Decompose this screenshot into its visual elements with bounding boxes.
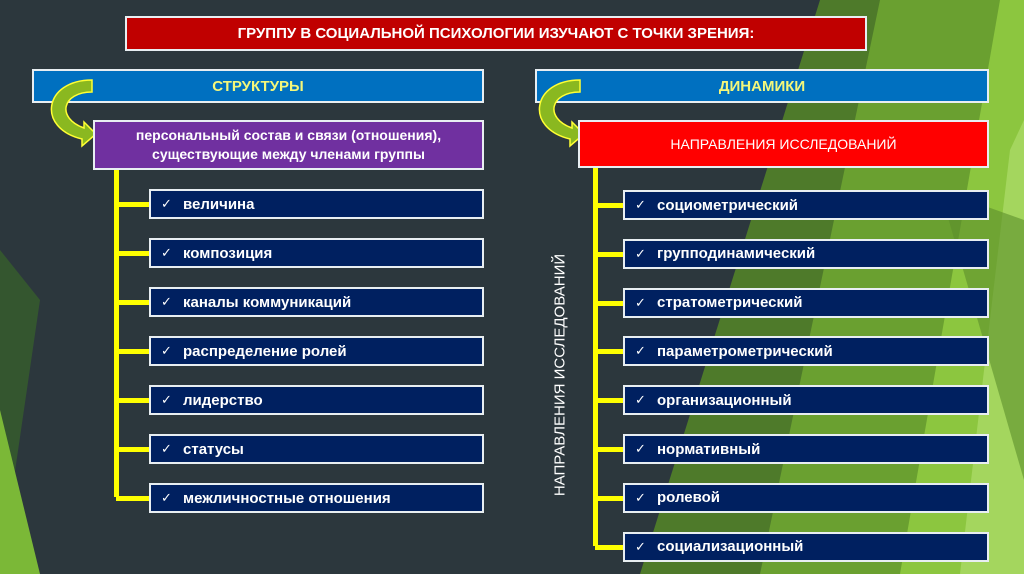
list-item: ✓ композиция bbox=[149, 238, 484, 268]
list-item: ✓ нормативный bbox=[623, 434, 989, 464]
list-item-label: ролевой bbox=[657, 489, 721, 507]
list-item-label: организационный bbox=[657, 391, 792, 409]
list-item-label: параметрометрический bbox=[657, 342, 833, 360]
check-icon: ✓ bbox=[161, 196, 172, 211]
check-icon: ✓ bbox=[635, 197, 646, 212]
list-item: ✓ статусы bbox=[149, 434, 484, 464]
structure-header: СТРУКТУРЫ bbox=[32, 69, 484, 103]
check-icon: ✓ bbox=[635, 489, 646, 505]
list-item-label: нормативный bbox=[657, 440, 761, 458]
list-item-label: социометрический bbox=[657, 196, 799, 214]
list-item: ✓ организационный bbox=[623, 385, 989, 416]
description-line-1: персональный состав и связи (отношения), bbox=[135, 127, 442, 143]
curved-arrow-icon bbox=[50, 79, 586, 148]
check-icon: ✓ bbox=[161, 392, 172, 407]
check-icon: ✓ bbox=[635, 441, 646, 456]
check-icon: ✓ bbox=[635, 294, 646, 310]
description-line-2: существующие между членами группы bbox=[152, 146, 425, 162]
check-icon: ✓ bbox=[635, 538, 646, 554]
list-item: ✓ межличностные отношения bbox=[149, 483, 484, 513]
list-item-label: лидерство bbox=[183, 391, 263, 409]
list-item-label: распределение ролей bbox=[183, 342, 347, 360]
list-item-label: социализационный bbox=[657, 538, 804, 556]
main-title-text: ГРУППУ В СОЦИАЛЬНОЙ ПСИХОЛОГИИ ИЗУЧАЮТ С… bbox=[237, 25, 755, 42]
research-directions-box: НАПРАВЛЕНИЯ ИССЛЕДОВАНИЙ bbox=[578, 120, 989, 168]
vertical-label: НАПРАВЛЕНИЯ ИССЛЕДОВАНИЙ bbox=[551, 253, 569, 497]
list-item: ✓ распределение ролей bbox=[149, 336, 484, 366]
research-directions-text: НАПРАВЛЕНИЯ ИССЛЕДОВАНИЙ bbox=[670, 136, 897, 152]
connector-branch bbox=[595, 495, 623, 501]
list-item-label: композиция bbox=[183, 244, 273, 262]
list-item: ✓ социализационный bbox=[623, 531, 989, 562]
structure-header-text: СТРУКТУРЫ bbox=[212, 77, 304, 95]
dynamics-header-text: ДИНАМИКИ bbox=[718, 77, 806, 95]
connector-branch bbox=[595, 349, 623, 355]
left-connector-line bbox=[114, 170, 119, 497]
list-item: ✓ лидерство bbox=[149, 385, 484, 415]
right-connector-line bbox=[593, 168, 598, 546]
connector-branch bbox=[116, 398, 149, 403]
check-icon: ✓ bbox=[161, 294, 172, 309]
structure-description: персональный состав и связи (отношения),… bbox=[93, 120, 484, 170]
list-item-label: каналы коммуникаций bbox=[183, 293, 352, 311]
dynamics-header: ДИНАМИКИ bbox=[535, 69, 989, 103]
list-item-label: стратометрический bbox=[657, 294, 803, 312]
list-item: ✓ групподинамический bbox=[623, 238, 989, 269]
list-item-label: статусы bbox=[183, 440, 244, 458]
check-icon: ✓ bbox=[161, 490, 172, 505]
check-icon: ✓ bbox=[161, 441, 172, 456]
connector-branch bbox=[116, 300, 149, 305]
list-item: ✓ стратометрический bbox=[623, 287, 989, 318]
list-item: ✓ социометрический bbox=[623, 190, 989, 220]
connector-branch bbox=[116, 496, 149, 501]
connector-branch bbox=[595, 203, 623, 208]
connector-branch bbox=[116, 202, 149, 207]
list-item: ✓ величина bbox=[149, 189, 484, 219]
connector-branch bbox=[595, 447, 623, 452]
connector-branch bbox=[595, 398, 623, 404]
list-item: ✓ каналы коммуникаций bbox=[149, 287, 484, 317]
list-item-label: групподинамический bbox=[657, 245, 816, 263]
connector-branch bbox=[116, 349, 149, 354]
connector-branch bbox=[595, 251, 623, 257]
main-title: ГРУППУ В СОЦИАЛЬНОЙ ПСИХОЛОГИИ ИЗУЧАЮТ С… bbox=[125, 16, 867, 51]
list-item: ✓ ролевой bbox=[623, 482, 989, 513]
connector-branch bbox=[595, 544, 623, 550]
check-icon: ✓ bbox=[635, 245, 646, 261]
list-item-label: величина bbox=[183, 195, 255, 213]
check-icon: ✓ bbox=[161, 245, 172, 260]
check-icon: ✓ bbox=[635, 392, 646, 408]
check-icon: ✓ bbox=[161, 343, 172, 358]
list-item-label: межличностные отношения bbox=[183, 489, 391, 507]
list-item: ✓ параметрометрический bbox=[623, 336, 989, 367]
connector-branch bbox=[595, 300, 623, 306]
connector-branch bbox=[116, 447, 149, 452]
connector-branch bbox=[116, 251, 149, 256]
check-icon: ✓ bbox=[635, 343, 646, 359]
